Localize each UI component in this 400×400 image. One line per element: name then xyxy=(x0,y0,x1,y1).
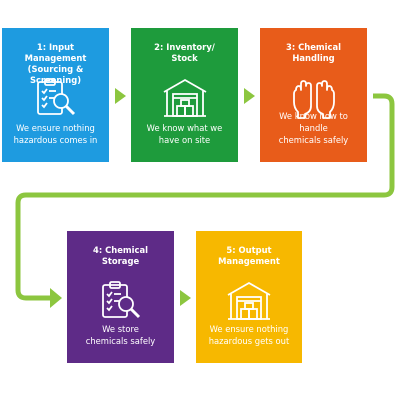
clipboard-magnifier-icon xyxy=(99,279,143,327)
step-4-title: 4: Chemical Storage xyxy=(93,245,148,266)
connector-3-to-4 xyxy=(15,93,395,301)
arrow-1-to-2 xyxy=(115,88,126,104)
step-card-inventory-stock: 2: Inventory/ Stock We know what we have… xyxy=(131,28,238,162)
step-2-description: We know what we have on site xyxy=(146,123,223,145)
step-card-chemical-handling: 3: Chemical Handling We know how to hand… xyxy=(260,28,367,162)
step-card-output-management: 5: Output Management We ensure nothing h… xyxy=(196,231,302,363)
step-5-title: 5: Output Management xyxy=(218,245,280,266)
step-1-description: We ensure nothing hazardous comes in xyxy=(13,123,98,145)
clipboard-magnifier-icon xyxy=(34,76,78,124)
step-3-description: We know how to handle chemicals safely xyxy=(278,111,349,145)
step-card-chemical-storage: 4: Chemical Storage We store chemicals s… xyxy=(67,231,174,363)
warehouse-icon xyxy=(225,279,273,327)
arrow-3-to-4 xyxy=(50,288,62,308)
arrow-2-to-3 xyxy=(244,88,255,104)
warehouse-icon xyxy=(161,76,209,124)
step-1-title: 1: Input Management (Sourcing & Screenin… xyxy=(24,42,87,85)
arrow-4-to-5 xyxy=(180,290,191,306)
step-3-title: 3: Chemical Handling xyxy=(286,42,341,63)
gloves-icon xyxy=(290,76,338,124)
step-4-description: We store chemicals safely xyxy=(85,324,156,346)
step-2-title: 2: Inventory/ Stock xyxy=(154,42,215,63)
step-5-description: We ensure nothing hazardous gets out xyxy=(208,324,290,346)
step-card-input-management: 1: Input Management (Sourcing & Screenin… xyxy=(2,28,109,162)
